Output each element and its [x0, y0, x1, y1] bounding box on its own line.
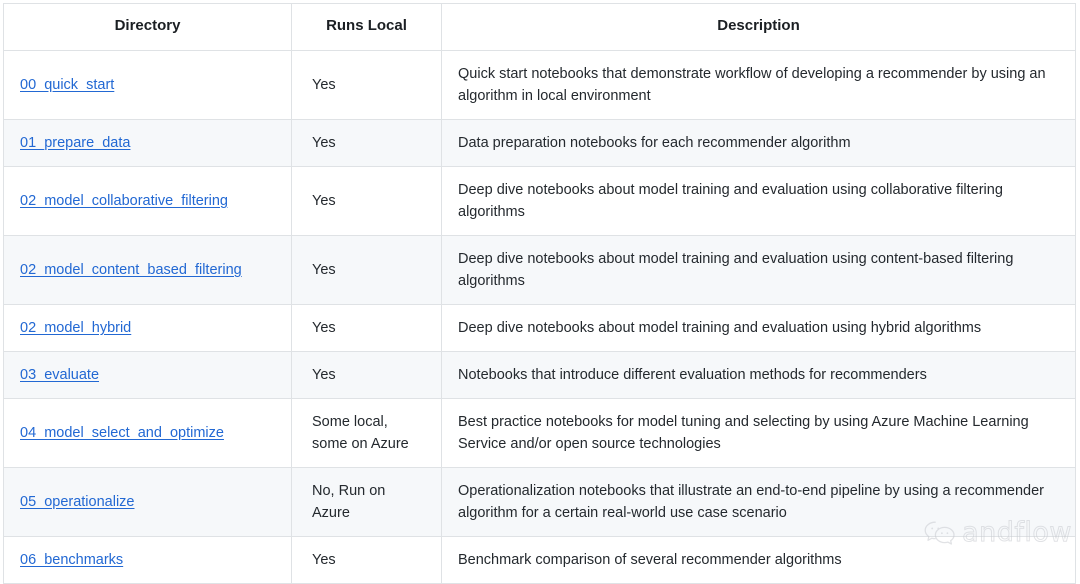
- cell-description: Data preparation notebooks for each reco…: [441, 118, 1076, 167]
- cell-runs-local: Some local, some on Azure: [291, 398, 442, 469]
- cell-description: Operationalization notebooks that illust…: [441, 467, 1076, 538]
- cell-description: Notebooks that introduce different evalu…: [441, 351, 1076, 400]
- table-row: 04_model_select_and_optimize Some local, …: [3, 398, 1076, 469]
- cell-directory: 04_model_select_and_optimize: [3, 398, 292, 469]
- cell-runs-local: Yes: [291, 49, 442, 120]
- directory-link[interactable]: 02_model_hybrid: [20, 320, 132, 337]
- cell-description: Best practice notebooks for model tuning…: [441, 398, 1076, 469]
- cell-description: Deep dive notebooks about model training…: [441, 304, 1076, 353]
- table-header: Directory Runs Local Description: [3, 3, 1076, 51]
- cell-runs-local: Yes: [291, 351, 442, 400]
- directory-link[interactable]: 05_operationalize: [20, 494, 135, 511]
- directory-link[interactable]: 02_model_content_based_filtering: [20, 261, 242, 278]
- column-header-directory[interactable]: Directory: [3, 3, 292, 51]
- cell-directory: 01_prepare_data: [3, 118, 292, 167]
- cell-runs-local: Yes: [291, 165, 442, 236]
- table-header-row: Directory Runs Local Description: [3, 3, 1076, 51]
- directory-table: Directory Runs Local Description 00_quic…: [3, 3, 1076, 584]
- directory-link[interactable]: 02_model_collaborative_filtering: [20, 192, 228, 209]
- cell-directory: 06_benchmarks: [3, 536, 292, 584]
- column-header-description[interactable]: Description: [441, 3, 1076, 51]
- directory-link[interactable]: 04_model_select_and_optimize: [20, 425, 224, 442]
- cell-runs-local: Yes: [291, 118, 442, 167]
- directory-link[interactable]: 00_quick_start: [20, 76, 115, 93]
- column-header-runs-local[interactable]: Runs Local: [291, 3, 442, 51]
- cell-directory: 02_model_hybrid: [3, 304, 292, 353]
- directory-table-container: Directory Runs Local Description 00_quic…: [3, 3, 1076, 584]
- cell-description: Quick start notebooks that demonstrate w…: [441, 49, 1076, 120]
- cell-directory: 00_quick_start: [3, 49, 292, 120]
- cell-runs-local: Yes: [291, 536, 442, 584]
- directory-link[interactable]: 01_prepare_data: [20, 134, 131, 151]
- directory-link[interactable]: 06_benchmarks: [20, 552, 124, 569]
- cell-runs-local: No, Run on Azure: [291, 467, 442, 538]
- cell-runs-local: Yes: [291, 234, 442, 306]
- cell-directory: 02_model_content_based_filtering: [3, 234, 292, 306]
- cell-runs-local: Yes: [291, 304, 442, 353]
- cell-directory: 02_model_collaborative_filtering: [3, 165, 292, 236]
- cell-directory: 05_operationalize: [3, 467, 292, 538]
- cell-description: Deep dive notebooks about model training…: [441, 165, 1076, 236]
- cell-description: Deep dive notebooks about model training…: [441, 234, 1076, 306]
- cell-description: Benchmark comparison of several recommen…: [441, 536, 1076, 584]
- cell-directory: 03_evaluate: [3, 351, 292, 400]
- directory-link[interactable]: 03_evaluate: [20, 367, 100, 384]
